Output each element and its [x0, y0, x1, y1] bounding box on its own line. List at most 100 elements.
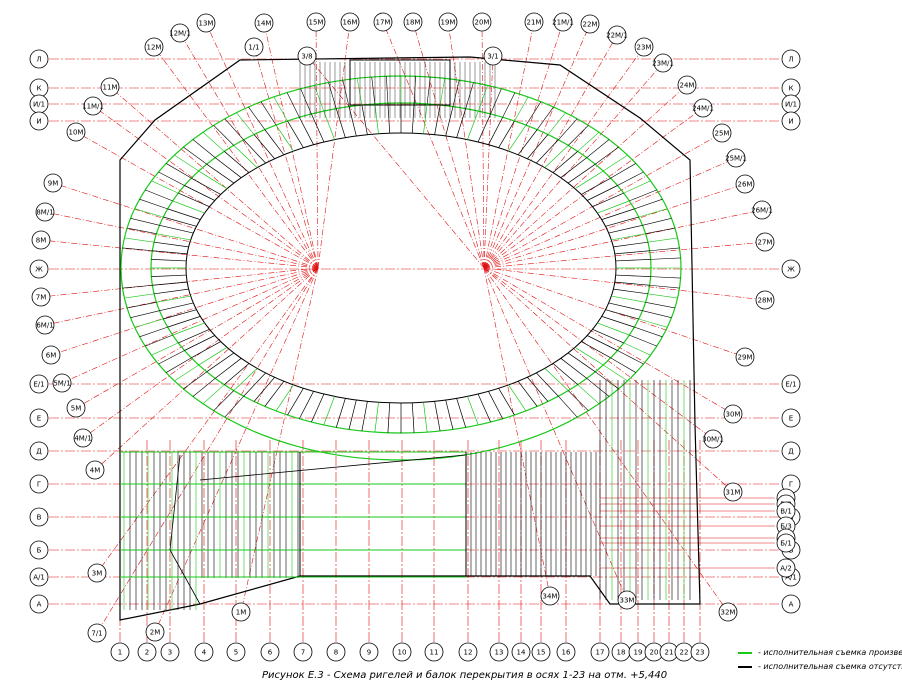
outer-ring-beam	[151, 342, 179, 356]
ring-beam	[361, 104, 368, 135]
row-bubble-right-text: И	[788, 118, 793, 126]
radial-bubble-right-circle	[755, 232, 775, 252]
outer-ring-beam	[213, 125, 234, 146]
row-bubble-right-text: Ж	[787, 266, 795, 274]
ring-beam	[361, 401, 368, 432]
ring-beam	[156, 295, 191, 303]
outer-ring-beam	[166, 163, 192, 179]
row-bubble-right-text: Б/1	[780, 540, 792, 548]
radial-line-left	[263, 22, 319, 269]
outer-ring-beam	[314, 85, 325, 112]
radial-bubble-left: 4M/1	[73, 428, 93, 448]
ring-beam	[323, 396, 335, 426]
ring-beam	[615, 259, 651, 262]
outer-ring-beam	[642, 218, 672, 226]
ring-beam	[508, 124, 527, 152]
radial-bubble-right: 19M	[438, 12, 458, 32]
row-bubble-left-circle	[29, 111, 49, 131]
radial-bubble-right-circle	[540, 586, 560, 606]
row-bubble-left: И	[29, 111, 49, 131]
row-bubble-right: И	[781, 111, 801, 131]
radial-bubble-left-text: 2M	[150, 629, 161, 637]
row-bubble-right: Е/1	[781, 374, 801, 394]
radial-bubble-right-text: 22M	[583, 21, 598, 29]
column-bubble-circle	[531, 642, 551, 662]
radial-bubble-right-text: 21M/1	[552, 19, 574, 27]
radial-bubble-right-text: 31M	[726, 489, 741, 497]
outer-ring-beam	[586, 378, 610, 397]
radial-bubble-right-text: 26M/1	[751, 207, 773, 215]
row-bubble-left: И/1	[29, 94, 49, 114]
column-bubble: 19	[628, 642, 648, 662]
ring-beam	[613, 241, 648, 248]
ring-beam	[206, 163, 235, 184]
radial-bubble-right: 24M/1	[692, 98, 714, 118]
column-bubble-text: 1	[118, 649, 122, 657]
radial-bubble-left: 11M	[100, 77, 120, 97]
radial-line-right	[483, 21, 535, 269]
column-bubble-circle	[260, 642, 280, 662]
radial-bubble-right-circle	[553, 12, 573, 32]
outer-ring-beam	[558, 396, 578, 418]
ring-beam	[445, 106, 454, 137]
column-bubble-text: 16	[562, 649, 571, 657]
radial-bubble-right-circle	[703, 429, 723, 449]
outer-ring-beam	[645, 227, 675, 234]
ring-beam	[597, 322, 630, 336]
column-bubble: 15	[531, 642, 551, 662]
row-bubble-left-circle	[29, 49, 49, 69]
ring-beam	[178, 328, 210, 344]
ring-beam	[587, 185, 618, 201]
outer-ring-beam	[202, 132, 225, 152]
radial-bubble-right-text: 17M	[376, 19, 391, 27]
ring-beam	[488, 117, 503, 145]
outer-ring-beam	[158, 171, 185, 186]
radial-bubble-left-circle	[35, 202, 55, 222]
column-bubble-circle	[194, 642, 214, 662]
radial-line-left	[315, 21, 319, 269]
outer-ring-beam	[183, 146, 207, 165]
ring-beam	[243, 372, 266, 397]
radial-line-left	[96, 267, 319, 574]
radial-bubble-left-text: 1M	[236, 609, 247, 617]
column-bubble-circle	[690, 642, 710, 662]
column-bubble-circle	[359, 642, 379, 662]
ring-beam	[536, 372, 559, 397]
radial-bubble-left-circle	[87, 563, 107, 583]
column-bubble: 13	[489, 642, 509, 662]
outer-ring-beam	[547, 112, 566, 135]
legend-black-swatch	[738, 665, 752, 668]
column-bubble-circle	[226, 642, 246, 662]
radial-bubble-right-text: 32M	[721, 609, 736, 617]
row-bubble-left-text: Д	[36, 448, 42, 456]
ring-beam	[488, 391, 503, 419]
ring-beam	[253, 376, 275, 402]
outer-ring-beam	[286, 92, 300, 118]
radial-bubble-right: 17M	[373, 12, 393, 32]
outer-ring-beam	[558, 118, 578, 140]
outer-ring-beam	[490, 88, 502, 115]
column-bubble-text: 12	[464, 649, 473, 657]
radial-bubble-left-circle	[73, 428, 93, 448]
radial-bubble-left: 15M	[306, 12, 326, 32]
ring-beam	[445, 399, 454, 430]
column-bubble: 22	[674, 642, 694, 662]
ring-beam	[223, 363, 250, 385]
row-bubble-left-circle	[29, 474, 49, 494]
column-bubble: 2	[137, 642, 157, 662]
column-bubble: 10	[392, 642, 412, 662]
radial-bubble-left-text: 4M/1	[74, 435, 91, 443]
radial-bubble-left-text: 12M	[147, 44, 162, 52]
row-bubble-right: И/1	[781, 94, 801, 114]
ring-beam	[172, 322, 205, 336]
column-bubble-circle	[137, 642, 157, 662]
outer-ring-beam	[127, 302, 157, 309]
radial-bubble-left-circle	[254, 13, 274, 33]
row-bubble-right-circle	[781, 441, 801, 461]
radial-bubble-right: 27M	[755, 232, 775, 252]
row-bubble-right-circle	[781, 259, 801, 279]
column-bubble: 6	[260, 642, 280, 662]
row-bubble-left: Ж	[29, 259, 49, 279]
radial-line-left	[317, 21, 351, 269]
radial-bubble-right: 22M/1	[606, 25, 628, 45]
